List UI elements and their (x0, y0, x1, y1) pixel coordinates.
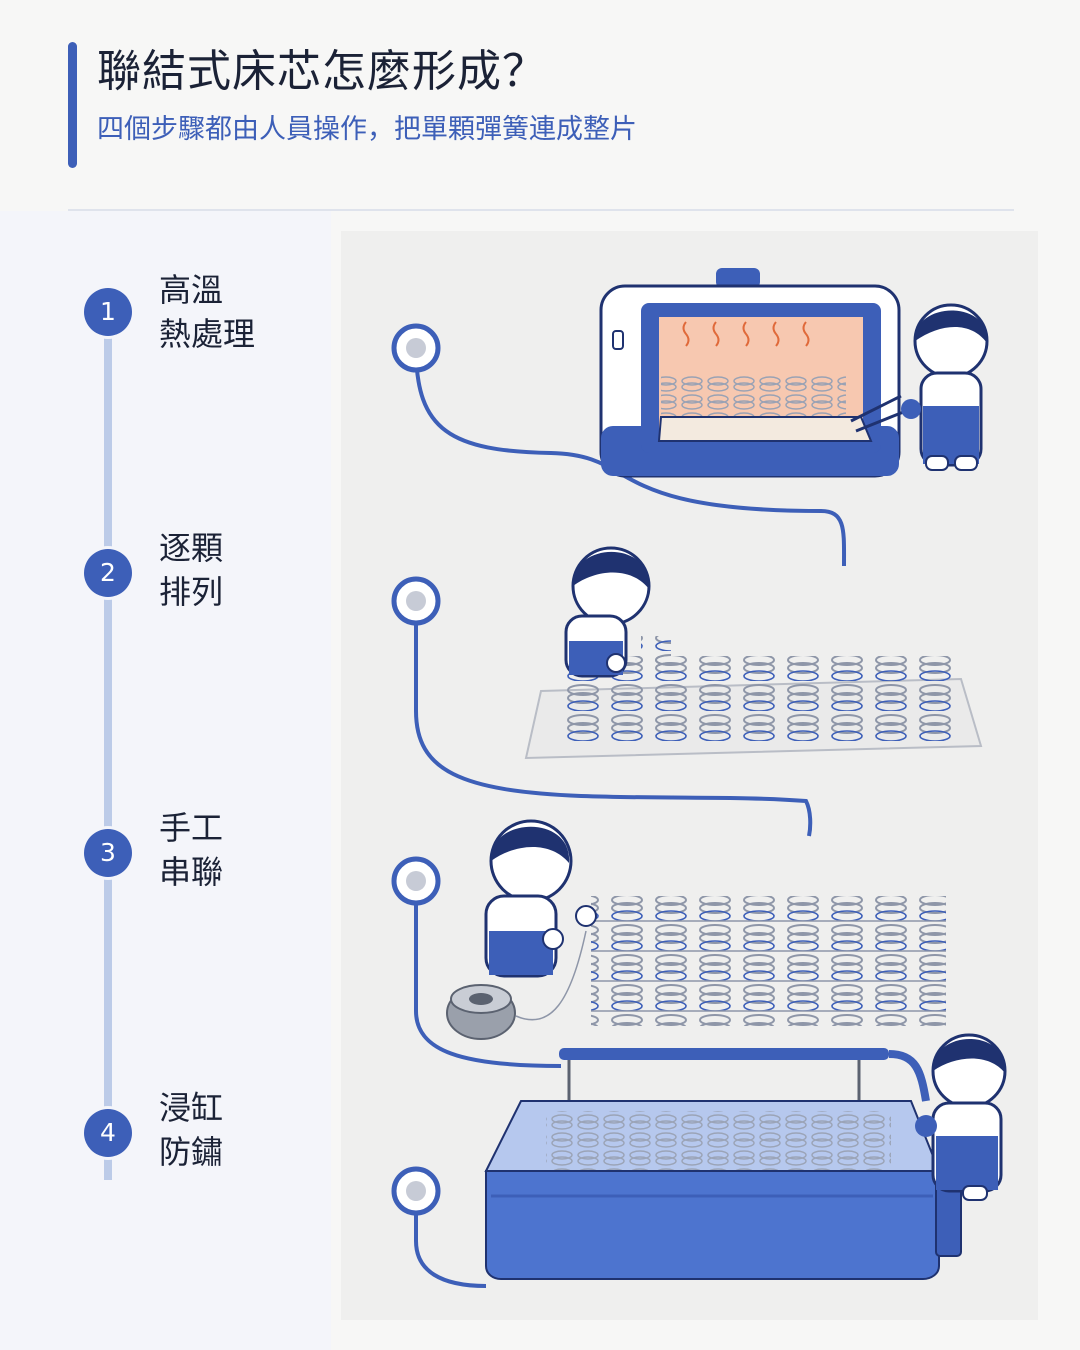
step-2-label: 逐顆 排列 (159, 526, 309, 614)
linking-grid-illustration (446, 896, 946, 1040)
worker-1-figure (901, 303, 989, 471)
worker-2-figure (564, 546, 651, 678)
step-1-line2: 熱處理 (159, 315, 256, 353)
step-3-line1: 手工 (159, 809, 224, 847)
step-4-line2: 防鏽 (159, 1133, 224, 1171)
process-connector (391, 323, 847, 1288)
timeline-line (104, 312, 112, 1180)
page-title: 聯結式床芯怎麼形成？ (97, 46, 547, 97)
dip-tank-illustration (484, 1048, 962, 1280)
header-divider (68, 209, 1014, 211)
oven-illustration (599, 268, 907, 478)
illustration-panel (341, 231, 1038, 1320)
steps-panel (0, 211, 331, 1350)
arranging-board-illustration (524, 636, 983, 760)
step-2-number: 2 (84, 549, 132, 597)
step-2-line2: 排列 (159, 573, 224, 611)
step-2-line1: 逐顆 (159, 529, 224, 567)
step-1-number: 1 (84, 288, 132, 336)
step-1-label: 高溫 熱處理 (159, 268, 309, 356)
worker-4-figure (915, 1033, 1007, 1201)
worker-3-figure (484, 819, 597, 978)
page-subtitle: 四個步驟都由人員操作，把單顆彈簧連成整片 (97, 114, 637, 145)
step-3-number: 3 (84, 829, 132, 877)
step-3-label: 手工 串聯 (159, 806, 309, 894)
step-4-line1: 浸缸 (159, 1089, 224, 1127)
step-4-number: 4 (84, 1109, 132, 1157)
step-1-line1: 高溫 (159, 271, 224, 309)
step-3-line2: 串聯 (159, 853, 224, 891)
step-4-label: 浸缸 防鏽 (159, 1086, 309, 1174)
process-illustration (391, 268, 1007, 1288)
header-accent-bar (68, 42, 77, 168)
